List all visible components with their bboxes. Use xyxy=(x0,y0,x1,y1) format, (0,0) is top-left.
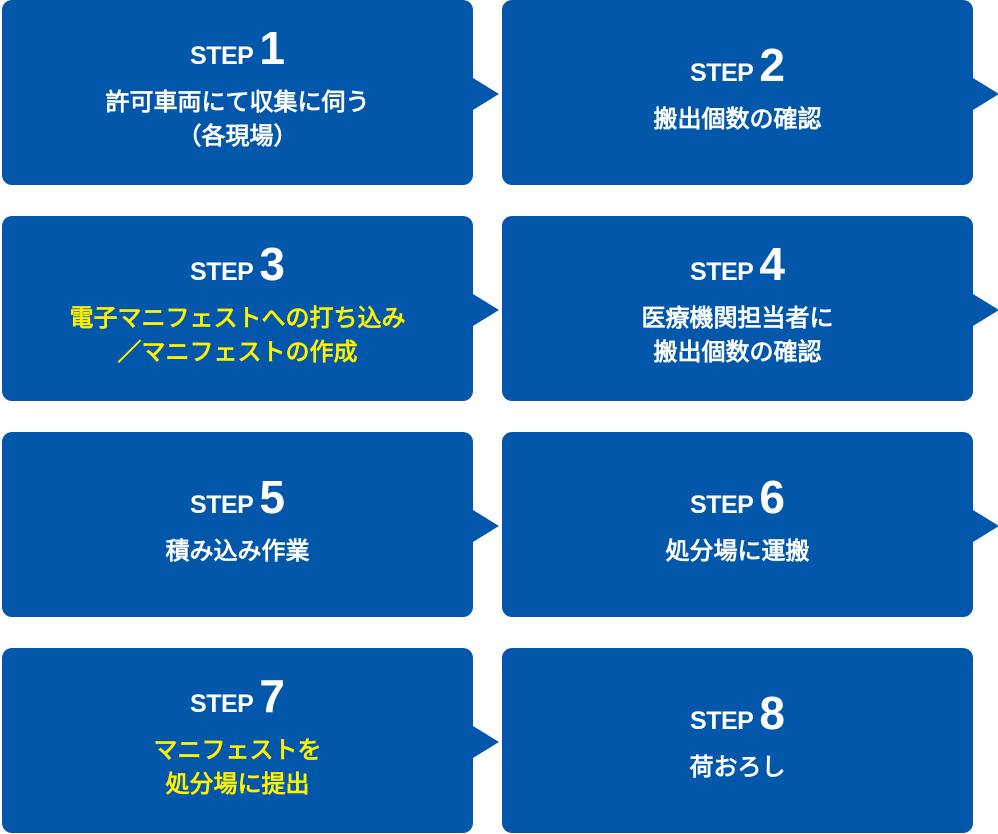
step-1-box: STEP 1 許可車両にて収集に伺う （各現場） xyxy=(2,0,499,185)
step-number: 3 xyxy=(259,237,285,290)
step-number: 8 xyxy=(759,686,785,739)
step-label: STEP xyxy=(690,490,754,519)
step-label: STEP xyxy=(190,689,254,718)
arrow-right-icon xyxy=(973,294,998,326)
step-7-text: マニフェストを 処分場に提出 xyxy=(153,735,322,798)
arrow-right-icon xyxy=(473,726,499,758)
step-label: STEP xyxy=(690,257,754,286)
step-5-box: STEP 5 積み込み作業 xyxy=(2,432,499,617)
step-2-text: 搬出個数の確認 xyxy=(653,104,822,133)
step-label: STEP xyxy=(190,490,254,519)
step-8-heading: STEP 8 xyxy=(690,690,785,736)
step-label: STEP xyxy=(690,58,754,87)
step-4-box: STEP 4 医療機関担当者に 搬出個数の確認 xyxy=(502,216,998,401)
step-1-text: 許可車両にて収集に伺う （各現場） xyxy=(105,87,370,150)
arrow-right-icon xyxy=(973,78,998,110)
step-3-box: STEP 3 電子マニフェストへの打ち込み ／マニフェストの作成 xyxy=(2,216,499,401)
arrow-right-icon xyxy=(473,510,499,542)
step-number: 4 xyxy=(759,237,785,290)
arrow-right-icon xyxy=(973,510,998,542)
step-8-text: 荷おろし xyxy=(689,752,786,781)
step-5-heading: STEP 5 xyxy=(190,474,285,520)
step-6-text: 処分場に運搬 xyxy=(665,536,810,565)
step-number: 1 xyxy=(259,21,285,74)
step-label: STEP xyxy=(190,257,254,286)
step-number: 6 xyxy=(759,470,785,523)
step-number: 7 xyxy=(259,669,285,722)
step-7-heading: STEP 7 xyxy=(190,673,285,719)
step-number: 5 xyxy=(259,470,285,523)
arrow-right-icon xyxy=(473,78,499,110)
step-3-text: 電子マニフェストへの打ち込み ／マニフェストの作成 xyxy=(69,303,406,366)
arrow-right-icon xyxy=(473,294,499,326)
step-4-heading: STEP 4 xyxy=(690,241,785,287)
step-5-text: 積み込み作業 xyxy=(165,536,310,565)
step-2-box: STEP 2 搬出個数の確認 xyxy=(502,0,998,185)
step-1-heading: STEP 1 xyxy=(190,25,285,71)
step-4-text: 医療機関担当者に 搬出個数の確認 xyxy=(641,303,834,366)
step-label: STEP xyxy=(690,706,754,735)
step-number: 2 xyxy=(759,38,785,91)
step-6-heading: STEP 6 xyxy=(690,474,785,520)
step-8-box: STEP 8 荷おろし xyxy=(502,648,973,833)
step-label: STEP xyxy=(190,41,254,70)
step-6-box: STEP 6 処分場に運搬 xyxy=(502,432,998,617)
step-2-heading: STEP 2 xyxy=(690,42,785,88)
step-7-box: STEP 7 マニフェストを 処分場に提出 xyxy=(2,648,499,833)
step-3-heading: STEP 3 xyxy=(190,241,285,287)
